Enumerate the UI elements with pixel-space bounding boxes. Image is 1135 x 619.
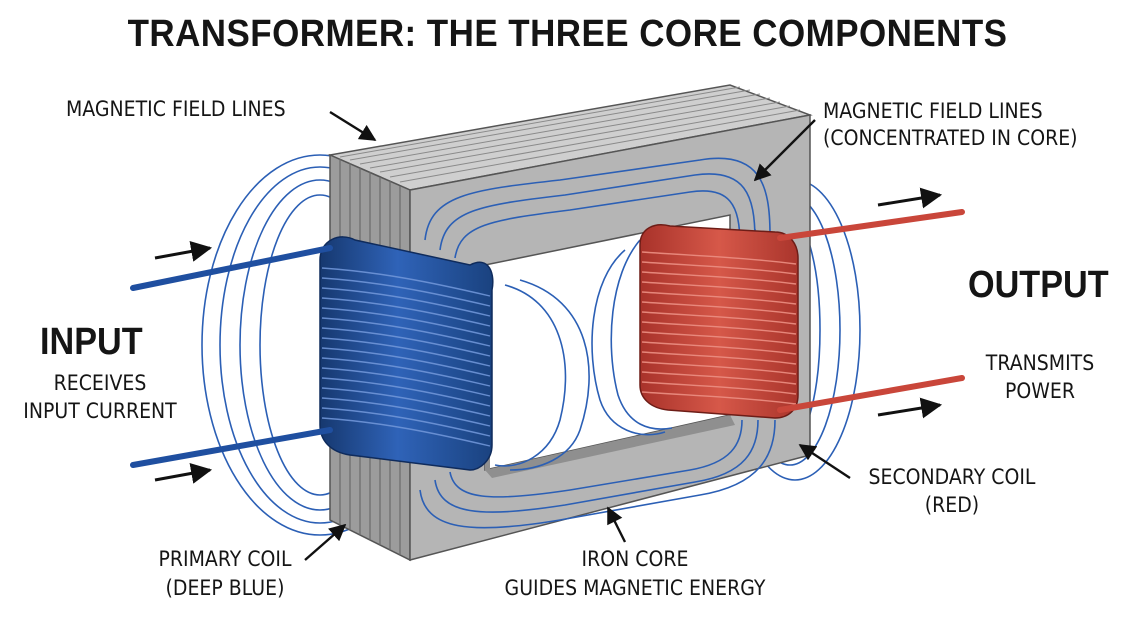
- primary-coil: [130, 236, 494, 471]
- secondary-coil: [639, 209, 965, 419]
- label-field-lines-right-line2: (CONCENTRATED IN CORE): [823, 126, 1078, 150]
- primary-coil-label-line1: PRIMARY COIL: [158, 547, 292, 571]
- iron-core-label-line2: GUIDES MAGNETIC ENERGY: [504, 576, 766, 600]
- field-lines-core: [419, 157, 776, 529]
- label-field-lines-right-line1: MAGNETIC FIELD LINES: [823, 99, 1043, 123]
- iron-core-label-line1: IRON CORE: [581, 547, 689, 571]
- secondary-coil-label-line1: SECONDARY COIL: [868, 465, 1036, 489]
- output-desc-line2: POWER: [1004, 379, 1076, 403]
- primary-coil-label-line2: (DEEP BLUE): [165, 576, 285, 600]
- input-desc-line1: RECEIVES: [53, 371, 147, 395]
- leader-lines: [304, 110, 851, 561]
- secondary-coil-label-line2: (RED): [924, 493, 980, 517]
- output-desc-line1: TRANSMITS: [985, 351, 1095, 375]
- current-arrows: [154, 187, 943, 484]
- input-heading: INPUT: [40, 321, 143, 363]
- output-heading: OUTPUT: [968, 264, 1109, 306]
- diagram-title: TRANSFORMER: THE THREE CORE COMPONENTS: [127, 13, 1008, 55]
- input-desc-line2: INPUT CURRENT: [23, 399, 177, 423]
- label-field-lines-left: MAGNETIC FIELD LINES: [66, 97, 286, 121]
